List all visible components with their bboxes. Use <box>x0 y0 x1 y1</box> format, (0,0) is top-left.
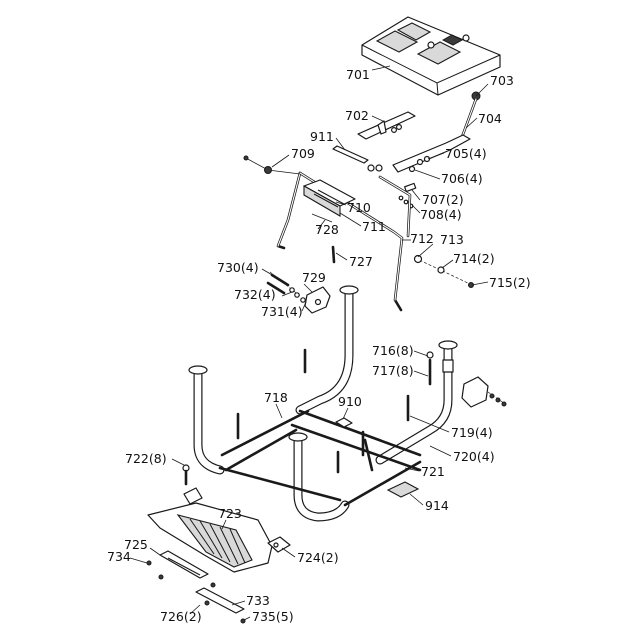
callout-728: 728 <box>315 222 339 237</box>
leader-lines <box>129 65 489 621</box>
callout-723: 723 <box>218 506 242 521</box>
callout-719: 719(4) <box>451 425 493 440</box>
part-725-733-rails <box>146 550 246 624</box>
callout-705: 705(4) <box>445 146 487 161</box>
callout-713: 713 <box>440 232 464 247</box>
callout-709: 709 <box>291 146 315 161</box>
callout-711: 711 <box>362 219 386 234</box>
callout-735: 735(5) <box>252 609 294 624</box>
part-709-cable <box>243 155 301 175</box>
callout-704: 704 <box>478 111 502 126</box>
callout-718: 718 <box>264 390 288 405</box>
callout-721: 721 <box>421 464 445 479</box>
callout-707: 707(2) <box>422 192 464 207</box>
callout-911: 911 <box>310 129 334 144</box>
callout-701: 701 <box>346 67 370 82</box>
part-910-914-pads <box>335 417 420 498</box>
callout-729: 729 <box>302 270 326 285</box>
callout-717: 717(8) <box>372 363 414 378</box>
callout-731: 731(4) <box>261 304 303 319</box>
part-728-wire <box>311 213 333 223</box>
callout-720: 720(4) <box>453 449 495 464</box>
hardware-722 <box>182 464 190 486</box>
part-720-bracket <box>461 376 507 408</box>
callout-732: 732(4) <box>234 287 276 302</box>
part-724-bracket <box>267 536 291 553</box>
hardware-716-717 <box>236 348 434 474</box>
callout-733: 733 <box>246 593 270 608</box>
callout-914: 914 <box>425 498 449 513</box>
part-911-pad <box>332 145 369 164</box>
callout-labels: 701 702 703 704 911 709 705(4) 706(4) 70… <box>107 67 531 624</box>
hardware-729-732 <box>266 271 331 314</box>
callout-710: 710 <box>347 200 371 215</box>
hardware-713-715 <box>413 254 474 288</box>
part-723-deck <box>147 487 273 573</box>
callout-702: 702 <box>345 108 369 123</box>
part-710-711-control-box <box>303 179 356 217</box>
hardware-705-708 <box>398 155 431 209</box>
part-702-bracket <box>357 111 416 140</box>
part-701-console <box>361 16 501 96</box>
callout-712: 712 <box>410 231 434 246</box>
callout-716: 716(8) <box>372 343 414 358</box>
callout-708: 708(4) <box>420 207 462 222</box>
callout-706: 706(4) <box>441 171 483 186</box>
callout-734: 734 <box>107 549 131 564</box>
callout-724: 724(2) <box>297 550 339 565</box>
callout-910: 910 <box>338 394 362 409</box>
callout-714: 714(2) <box>453 251 495 266</box>
part-base-frame <box>188 285 458 522</box>
callout-722: 722(8) <box>125 451 167 466</box>
part-727-pin <box>331 245 336 264</box>
callout-726: 726(2) <box>160 609 202 624</box>
callout-730: 730(4) <box>217 260 259 275</box>
callout-715: 715(2) <box>489 275 531 290</box>
callout-727: 727 <box>349 254 373 269</box>
callout-703: 703 <box>490 73 514 88</box>
callout-725: 725 <box>124 537 148 552</box>
part-703-704-handle <box>392 91 481 173</box>
